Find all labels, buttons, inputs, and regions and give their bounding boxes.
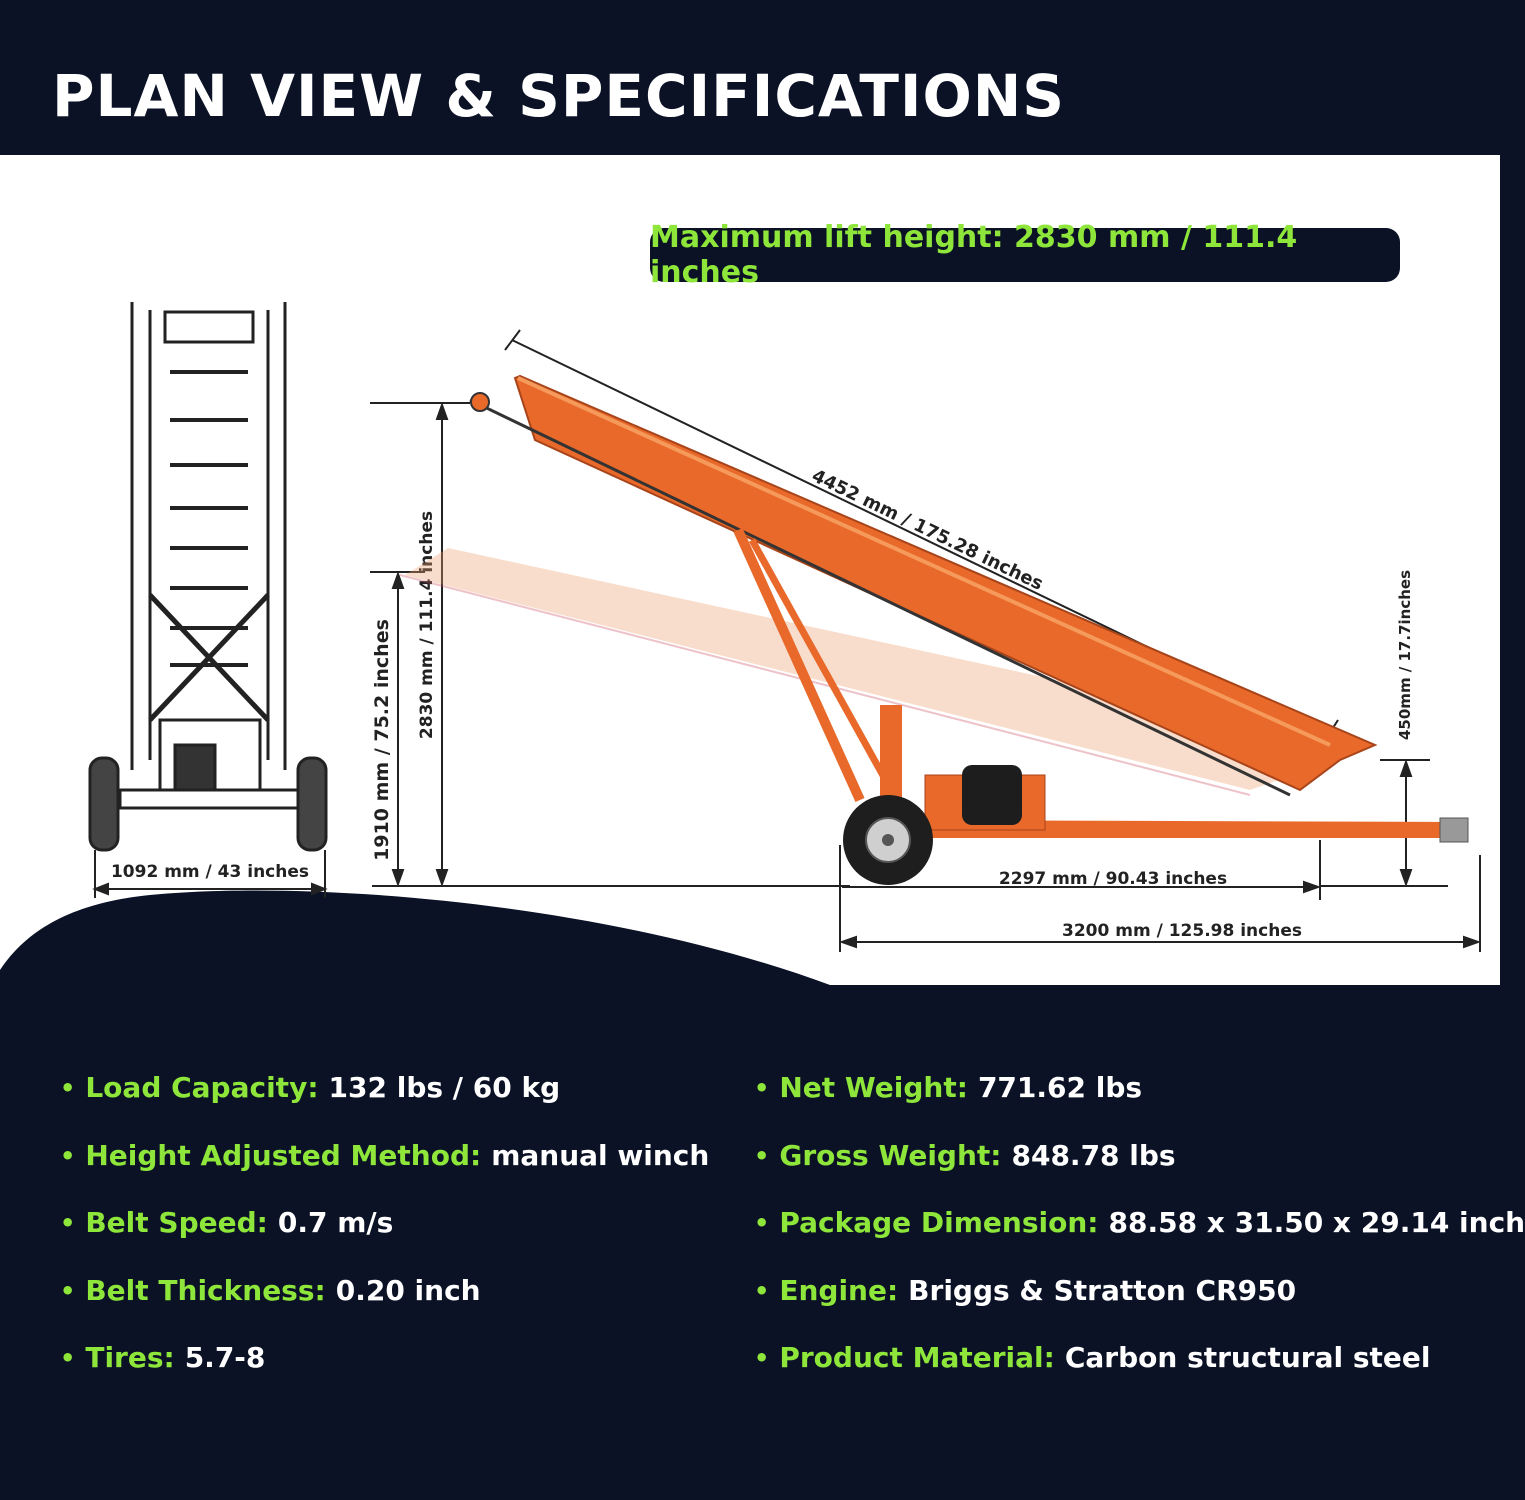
- height-low-label: 1910 mm / 75.2 inches: [371, 619, 393, 861]
- hopper-height-label: 450mm / 17.7inches: [1396, 570, 1414, 740]
- specs-column-left: • Load Capacity: 132 lbs / 60 kg • Heigh…: [60, 1068, 709, 1406]
- front-width-dimension: [92, 850, 328, 898]
- spec-value: 5.7-8: [184, 1341, 266, 1374]
- front-width-label: 1092 mm / 43 inches: [111, 862, 309, 882]
- page-title: PLAN VIEW & SPECIFICATIONS: [52, 62, 1066, 130]
- bullet-icon: •: [60, 1276, 76, 1305]
- spec-engine: • Engine: Briggs & Stratton CR950: [754, 1271, 1525, 1339]
- bullet-icon: •: [60, 1209, 76, 1237]
- spec-product-material: • Product Material: Carbon structural st…: [754, 1338, 1525, 1406]
- specs-column-right: • Net Weight: 771.62 lbs • Gross Weight:…: [754, 1068, 1525, 1406]
- spec-load-capacity: • Load Capacity: 132 lbs / 60 kg: [60, 1068, 709, 1136]
- wheel-to-hitch-label: 2297 mm / 90.43 inches: [999, 869, 1227, 889]
- height-max-label: 2830 mm / 111.4 inches: [417, 511, 437, 739]
- spec-tires: • Tires: 5.7-8: [60, 1338, 709, 1406]
- spec-value: 771.62 lbs: [977, 1071, 1143, 1104]
- spec-package-dimension: • Package Dimension: 88.58 x 31.50 x 29.…: [754, 1203, 1525, 1271]
- bullet-icon: •: [754, 1209, 770, 1237]
- spec-label: Product Material:: [779, 1341, 1055, 1374]
- spec-value: manual winch: [491, 1138, 710, 1172]
- spec-label: Net Weight:: [779, 1071, 968, 1104]
- spec-belt-thickness: • Belt Thickness: 0.20 inch: [60, 1271, 709, 1339]
- bullet-icon: •: [60, 1141, 76, 1170]
- spec-label: Gross Weight:: [779, 1138, 1002, 1172]
- spec-value: 0.20 inch: [335, 1273, 481, 1307]
- spec-net-weight: • Net Weight: 771.62 lbs: [754, 1068, 1525, 1136]
- max-lift-banner: Maximum lift height: 2830 mm / 111.4 inc…: [650, 220, 1400, 290]
- spec-belt-speed: • Belt Speed: 0.7 m/s: [60, 1203, 709, 1271]
- bullet-icon: •: [754, 1141, 770, 1170]
- overall-length-label: 3200 mm / 125.98 inches: [1062, 921, 1302, 941]
- bullet-icon: •: [754, 1344, 770, 1372]
- spec-label: Load Capacity:: [85, 1071, 319, 1104]
- bullet-icon: •: [60, 1344, 76, 1372]
- max-lift-text: Maximum lift height: 2830 mm / 111.4 inc…: [650, 220, 1298, 290]
- lowered-conveyor-ghost: [399, 548, 1370, 796]
- spec-label: Engine:: [779, 1273, 899, 1307]
- spec-label: Belt Thickness:: [85, 1273, 326, 1307]
- spec-gross-weight: • Gross Weight: 848.78 lbs: [754, 1136, 1525, 1204]
- spec-value: Carbon structural steel: [1064, 1341, 1431, 1374]
- spec-label: Tires:: [85, 1341, 175, 1374]
- spec-value: 848.78 lbs: [1011, 1138, 1176, 1172]
- bullet-icon: •: [754, 1074, 770, 1102]
- spec-value: Briggs & Stratton CR950: [908, 1273, 1297, 1307]
- bullet-icon: •: [60, 1074, 76, 1102]
- spec-value: 0.7 m/s: [277, 1206, 394, 1239]
- spec-value: 88.58 x 31.50 x 29.14 inch: [1108, 1206, 1525, 1239]
- spec-value: 132 lbs / 60 kg: [328, 1071, 561, 1104]
- bullet-icon: •: [754, 1276, 770, 1305]
- front-view: [88, 302, 328, 852]
- spec-label: Height Adjusted Method:: [85, 1138, 482, 1172]
- spec-label: Package Dimension:: [779, 1206, 1099, 1239]
- spec-label: Belt Speed:: [85, 1206, 268, 1239]
- raised-conveyor: [469, 374, 1469, 885]
- spec-height-method: • Height Adjusted Method: manual winch: [60, 1136, 709, 1204]
